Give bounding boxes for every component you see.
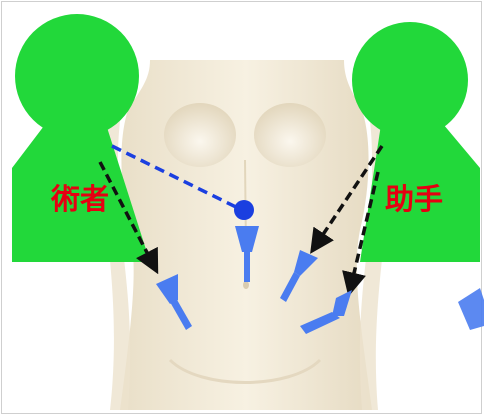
assistant-figure (352, 22, 480, 262)
surgeon-label: 術者 (51, 185, 109, 214)
assistant-label: 助手 (385, 185, 443, 214)
camera-port-dot (234, 200, 254, 220)
edge-port (458, 288, 484, 330)
camera-port-shaft (244, 250, 250, 282)
